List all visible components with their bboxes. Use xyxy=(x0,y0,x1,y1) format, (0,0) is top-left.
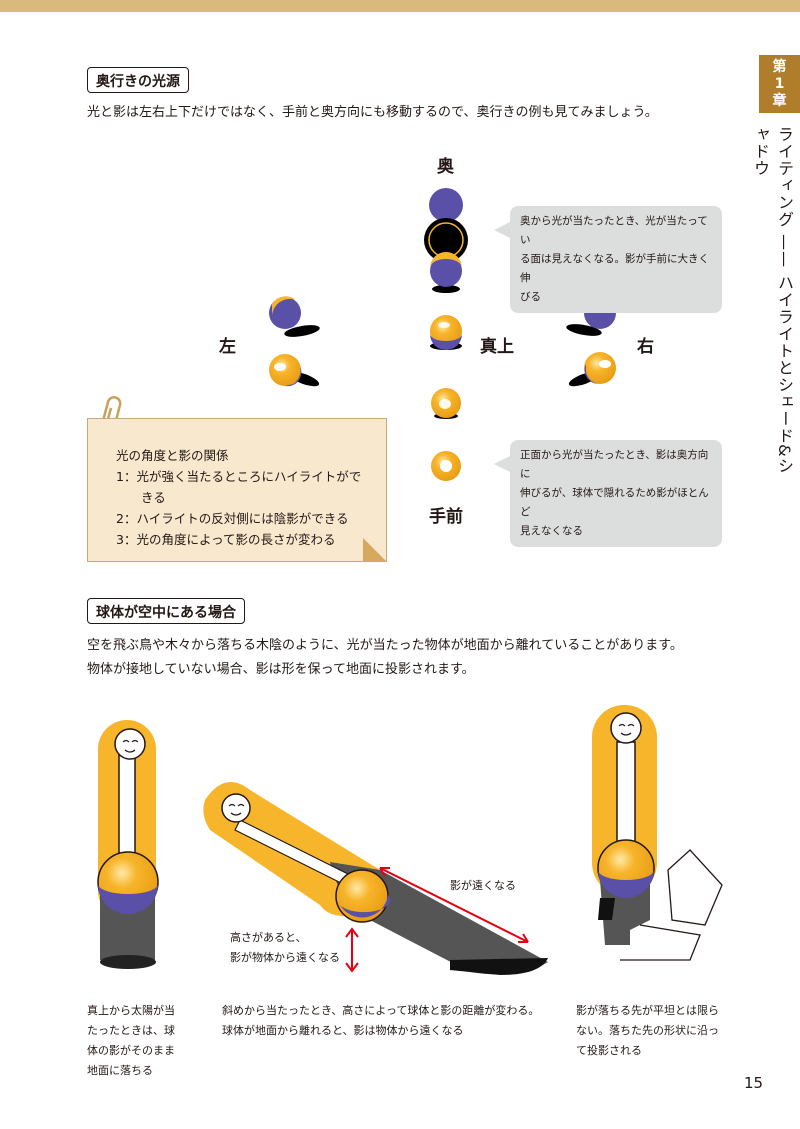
caption-line: 体の影がそのまま xyxy=(87,1044,175,1057)
bubble-line: 奥から光が当たったとき、光が当たってい xyxy=(520,215,708,246)
caption-line: 球体が地面から離れると、影は物体から遠くなる xyxy=(222,1024,464,1037)
note-title: 光の角度と影の関係 xyxy=(116,448,229,463)
label-back: 奥 xyxy=(437,157,454,177)
chapter-title: ライティング —— ハイライトとシェード&シャドウ xyxy=(751,126,794,475)
caption-line: 地面に落ちる xyxy=(87,1064,153,1077)
note-item: 1：光が強く当たるところにハイライトがで xyxy=(116,469,362,484)
label-right: 右 xyxy=(637,337,654,357)
bubble-line: る面は見えなくなる。影が手前に大きく伸 xyxy=(520,253,709,284)
illustration-sun-diagonal xyxy=(203,782,548,975)
top-band xyxy=(0,0,800,12)
bubble-back-light: 奥から光が当たったとき、光が当たってい る面は見えなくなる。影が手前に大きく伸 … xyxy=(494,206,722,313)
sticky-note: 光の角度と影の関係 1：光が強く当たるところにハイライトがで きる 2：ハイライ… xyxy=(87,418,387,562)
bubble-line: 正面から光が当たったとき、影は奥方向に xyxy=(520,449,709,480)
section-heading-depth: 奥行きの光源 xyxy=(87,67,189,93)
chapter-tab-line: 1 xyxy=(774,75,785,92)
chapter-tab: 第 1 章 xyxy=(759,55,800,113)
caption-line: 斜めから当たったとき、高さによって球体と影の距離が変わる。 xyxy=(222,1004,540,1017)
sphere-left-lower xyxy=(269,354,320,387)
chapter-tab-line: 章 xyxy=(772,92,787,109)
note-item: きる xyxy=(116,490,166,505)
caption-uneven-ground: 影が落ちる先が平坦とは限ら ない。落ちた先の形状に沿っ て投影される xyxy=(576,1001,719,1061)
page-number: 15 xyxy=(744,1074,764,1092)
sphere-back-lower xyxy=(430,252,462,293)
note-item: 2：ハイライトの反対側には陰影ができる xyxy=(116,511,349,526)
sphere-front-upper xyxy=(431,388,461,419)
annotation-shadow-far: 影が遠くなる xyxy=(450,879,516,892)
note-item: 3：光の角度によって影の長さが変わる xyxy=(116,532,336,547)
caption-line: たったときは、球 xyxy=(87,1024,175,1037)
illustration-uneven-ground xyxy=(592,705,723,961)
annotation-line: 高さがあると、 xyxy=(230,931,307,944)
chapter-tab-line: 第 xyxy=(772,58,787,75)
bubble-line: 伸びるが、球体で隠れるため影がほとんど xyxy=(520,487,709,518)
illustration-sun-above xyxy=(97,720,159,969)
sphere-back-eclipse xyxy=(424,218,468,262)
section-intro-depth: 光と影は左右上下だけではなく、手前と奥方向にも移動するので、奥行きの例も見てみま… xyxy=(87,105,658,120)
sphere-left-upper xyxy=(269,296,320,337)
caption-line: 真上から太陽が当 xyxy=(87,1004,175,1017)
bubble-line: びる xyxy=(520,291,541,303)
caption-line: 影が落ちる先が平坦とは限ら xyxy=(576,1004,719,1017)
section-heading-floating: 球体が空中にある場合 xyxy=(87,598,245,624)
caption-sun-diagonal: 斜めから当たったとき、高さによって球体と影の距離が変わる。 球体が地面から離れる… xyxy=(222,1001,539,1041)
bubble-front-light: 正面から光が当たったとき、影は奥方向に 伸びるが、球体で隠れるため影がほとんど … xyxy=(494,440,722,547)
annotation-line: 影が物体から遠くなる xyxy=(230,951,340,964)
caption-sun-above: 真上から太陽が当 たったときは、球 体の影がそのまま 地面に落ちる xyxy=(87,1001,175,1081)
sphere-right-lower xyxy=(568,352,616,387)
note-folded-corner xyxy=(363,538,387,562)
annotation-height: 高さがあると、 影が物体から遠くなる xyxy=(230,928,340,968)
sphere-top xyxy=(430,315,462,350)
label-front: 手前 xyxy=(429,507,463,527)
sphere-back-full xyxy=(429,188,463,222)
caption-line: て投影される xyxy=(576,1044,642,1057)
section-intro-floating-2: 物体が接地していない場合、影は形を保って地面に投影されます。 xyxy=(87,662,475,677)
label-top: 真上 xyxy=(480,337,514,357)
caption-line: ない。落ちた先の形状に沿っ xyxy=(576,1024,719,1037)
section-intro-floating-1: 空を飛ぶ鳥や木々から落ちる木陰のように、光が当たった物体が地面から離れていること… xyxy=(87,638,683,653)
label-left: 左 xyxy=(219,337,236,357)
sphere-front-lower xyxy=(431,451,461,481)
bubble-line: 見えなくなる xyxy=(520,525,583,537)
